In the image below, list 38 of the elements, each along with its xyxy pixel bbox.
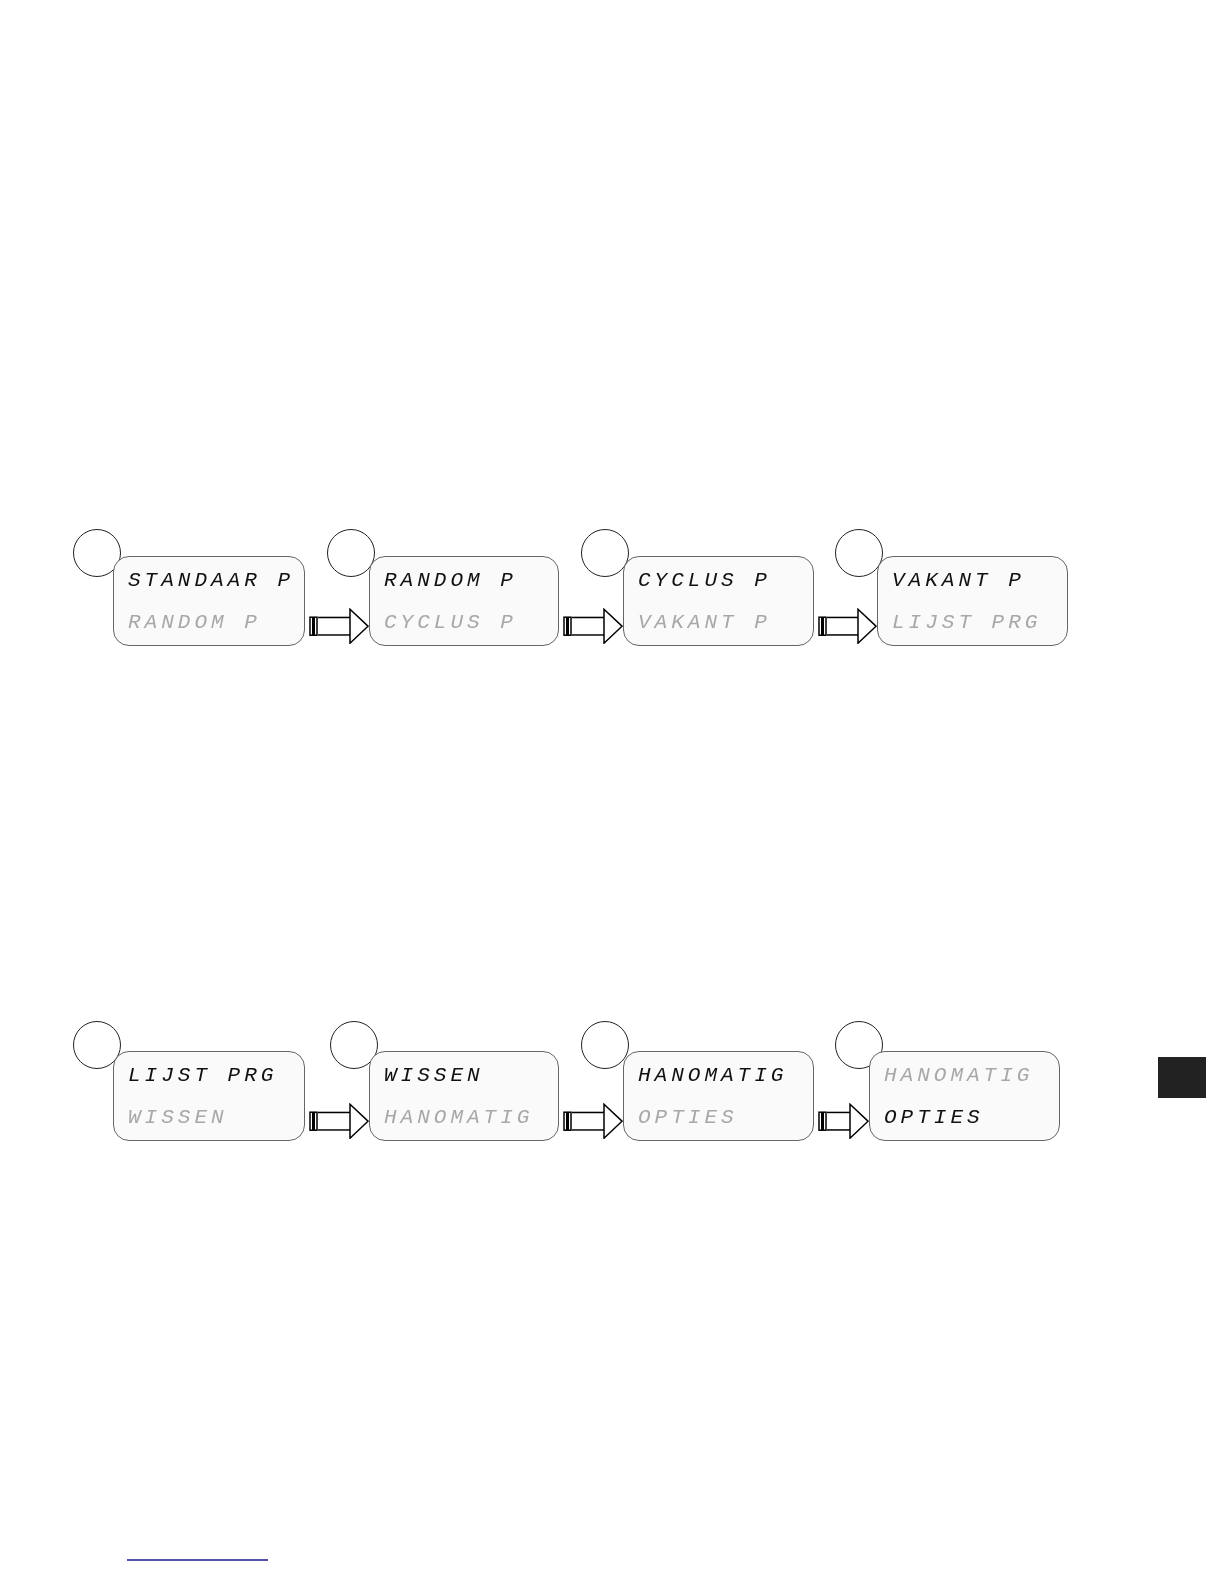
step-circle bbox=[73, 1021, 121, 1069]
arrow bbox=[309, 1103, 369, 1139]
lcd-display bbox=[877, 556, 1068, 646]
display-text: WISSEN bbox=[384, 1064, 484, 1087]
step-circle bbox=[581, 1021, 629, 1069]
lcd-display bbox=[113, 1051, 305, 1141]
display-text: WISSEN bbox=[128, 1106, 228, 1129]
arrow bbox=[563, 608, 623, 644]
step-circle bbox=[835, 529, 883, 577]
display-text: CYCLUS P bbox=[384, 611, 517, 634]
lcd-display bbox=[623, 556, 814, 646]
display-text: HANOMATIG bbox=[884, 1064, 1034, 1087]
arrow bbox=[309, 608, 369, 644]
display-text: HANOMATIG bbox=[638, 1064, 788, 1087]
step-circle bbox=[73, 529, 121, 577]
display-text: VAKANT P bbox=[892, 569, 1025, 592]
step-circle bbox=[327, 529, 375, 577]
display-text: RANDOM P bbox=[128, 611, 261, 634]
display-text: LIJST PRG bbox=[128, 1064, 278, 1087]
lcd-display bbox=[869, 1051, 1060, 1141]
display-text: CYCLUS P bbox=[638, 569, 771, 592]
lcd-display bbox=[623, 1051, 814, 1141]
arrow bbox=[563, 1103, 623, 1139]
lcd-display bbox=[369, 1051, 559, 1141]
lcd-display bbox=[113, 556, 305, 646]
display-text: VAKANT P bbox=[638, 611, 771, 634]
display-text: OPTIES bbox=[884, 1106, 984, 1129]
step-circle bbox=[330, 1021, 378, 1069]
lcd-display bbox=[369, 556, 559, 646]
display-text: STANDAAR P bbox=[128, 569, 295, 592]
display-text: OPTIES bbox=[638, 1106, 738, 1129]
arrow bbox=[818, 608, 877, 644]
display-text: LIJST PRG bbox=[892, 611, 1042, 634]
step-circle bbox=[581, 529, 629, 577]
arrow bbox=[818, 1103, 869, 1139]
step-circle bbox=[835, 1021, 883, 1069]
display-text: RANDOM P bbox=[384, 569, 517, 592]
display-text: HANOMATIG bbox=[384, 1106, 534, 1129]
